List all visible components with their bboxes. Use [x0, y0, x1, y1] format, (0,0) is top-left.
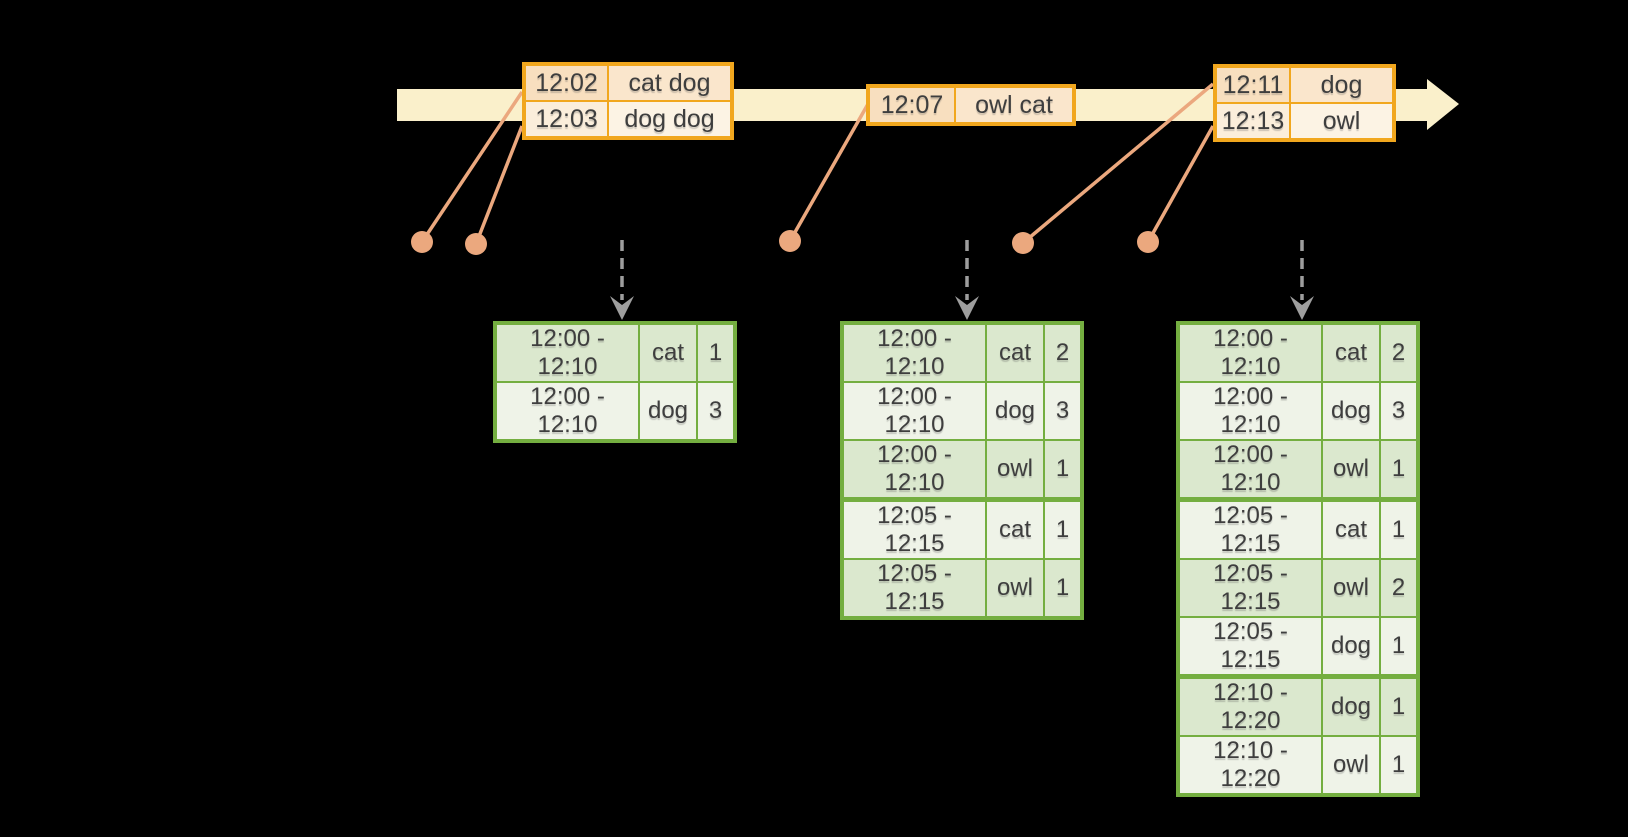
- window-cell: 12:05 - 12:15: [841, 497, 987, 560]
- word-cell: dog: [1321, 616, 1381, 678]
- window-cell: 12:05 - 12:15: [841, 558, 987, 619]
- word-cell: owl: [985, 439, 1045, 501]
- count-cell: 3: [696, 381, 736, 442]
- count-cell: 1: [1043, 558, 1083, 619]
- word-cell: cat: [1321, 322, 1381, 383]
- trigger-arrowhead-icon: [1290, 296, 1314, 320]
- count-cell: 3: [1043, 381, 1083, 441]
- window-cell: 12:00 - 12:10: [1177, 322, 1323, 383]
- event-time-cell: 12:02: [523, 63, 609, 102]
- window-cell: 12:00 - 12:10: [1177, 381, 1323, 441]
- event-words-cell: cat dog: [607, 63, 733, 102]
- event-time-cell: 12:07: [867, 85, 956, 125]
- window-cell: 12:10 - 12:20: [1177, 674, 1323, 737]
- window-cell: 12:05 - 12:15: [1177, 616, 1323, 678]
- event-connector-line: [1021, 82, 1215, 245]
- event-connector-line: [788, 103, 870, 242]
- word-cell: dog: [985, 381, 1045, 441]
- window-cell: 12:05 - 12:15: [1177, 497, 1323, 560]
- count-cell: 3: [1379, 381, 1419, 441]
- word-cell: dog: [638, 381, 698, 442]
- event-words-cell: dog: [1289, 65, 1395, 104]
- count-cell: 1: [1379, 735, 1419, 796]
- word-cell: owl: [1321, 558, 1381, 618]
- event-dot: [1012, 232, 1034, 254]
- event-connector-line: [474, 125, 524, 245]
- window-cell: 12:00 - 12:10: [841, 381, 987, 441]
- count-cell: 2: [1043, 322, 1083, 383]
- count-cell: 1: [1379, 616, 1419, 678]
- window-cell: 12:05 - 12:15: [1177, 558, 1323, 618]
- word-cell: dog: [1321, 674, 1381, 737]
- event-time-cell: 12:03: [523, 100, 609, 139]
- count-cell: 2: [1379, 558, 1419, 618]
- word-cell: owl: [1321, 439, 1381, 501]
- window-cell: 12:00 - 12:10: [1177, 439, 1323, 501]
- word-cell: cat: [1321, 497, 1381, 560]
- event-connector-line: [420, 91, 524, 243]
- event-connector-line: [1146, 125, 1215, 243]
- word-cell: dog: [1321, 381, 1381, 441]
- window-cell: 12:00 - 12:10: [494, 381, 640, 442]
- window-cell: 12:00 - 12:10: [841, 439, 987, 501]
- count-cell: 1: [1379, 674, 1419, 737]
- word-cell: owl: [985, 558, 1045, 619]
- window-cell: 12:00 - 12:10: [494, 322, 640, 383]
- event-time-cell: 12:13: [1214, 102, 1291, 141]
- event-dot: [779, 230, 801, 252]
- trigger-arrowhead-icon: [955, 296, 979, 320]
- event-time-cell: 12:11: [1214, 65, 1291, 104]
- word-cell: cat: [985, 322, 1045, 383]
- trigger-arrowhead-icon: [610, 296, 634, 320]
- event-dot: [1137, 231, 1159, 253]
- event-dot: [411, 231, 433, 253]
- event-words-cell: owl: [1289, 102, 1395, 141]
- count-cell: 2: [1379, 322, 1419, 383]
- word-cell: cat: [638, 322, 698, 383]
- count-cell: 1: [1043, 439, 1083, 501]
- event-dot: [465, 233, 487, 255]
- word-cell: owl: [1321, 735, 1381, 796]
- count-cell: 1: [696, 322, 736, 383]
- count-cell: 1: [1379, 439, 1419, 501]
- window-cell: 12:00 - 12:10: [841, 322, 987, 383]
- event-words-cell: dog dog: [607, 100, 733, 139]
- count-cell: 1: [1379, 497, 1419, 560]
- window-cell: 12:10 - 12:20: [1177, 735, 1323, 796]
- event-words-cell: owl cat: [954, 85, 1075, 125]
- count-cell: 1: [1043, 497, 1083, 560]
- word-cell: cat: [985, 497, 1045, 560]
